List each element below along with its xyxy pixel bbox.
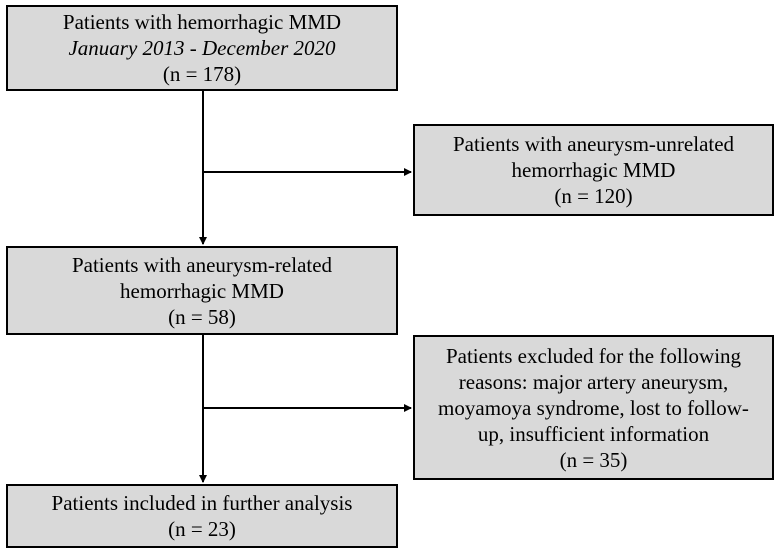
included-patients-label: Patients included in further analysis	[51, 491, 353, 515]
excluded-patients-count: (n = 35)	[559, 447, 628, 472]
excluded-reasons-line3: moyamoya syndrome, lost to follow-	[438, 395, 749, 420]
excluded-patients-box: Patients excluded for the following reas…	[413, 335, 774, 480]
aneurysm-unrelated-label-line2: hemorrhagic MMD	[511, 158, 676, 182]
included-patients-count: (n = 23)	[168, 517, 236, 541]
excluded-reasons-line4: up, insufficient information	[477, 421, 710, 446]
excluded-reasons-line1: Patients excluded for the following	[445, 343, 742, 368]
excluded-reasons-line2: reasons: major artery aneurysm,	[458, 369, 729, 394]
aneurysm-related-box: Patients with aneurysm-related hemorrhag…	[6, 246, 398, 335]
aneurysm-related-count: (n = 58)	[168, 304, 236, 329]
aneurysm-unrelated-box: Patients with aneurysm-unrelated hemorrh…	[413, 124, 774, 216]
study-period: January 2013 - December 2020	[68, 36, 336, 60]
aneurysm-related-label-line1: Patients with aneurysm-related	[71, 252, 333, 277]
included-patients-box: Patients included in further analysis (n…	[6, 484, 398, 548]
total-patients-count: (n = 178)	[162, 62, 242, 86]
total-patients-box: Patients with hemorrhagic MMD January 20…	[6, 5, 398, 91]
aneurysm-unrelated-label-line1: Patients with aneurysm-unrelated	[452, 132, 735, 156]
aneurysm-unrelated-count: (n = 120)	[554, 184, 633, 208]
aneurysm-related-label-line2: hemorrhagic MMD	[120, 278, 284, 303]
total-patients-label: Patients with hemorrhagic MMD	[62, 10, 342, 34]
